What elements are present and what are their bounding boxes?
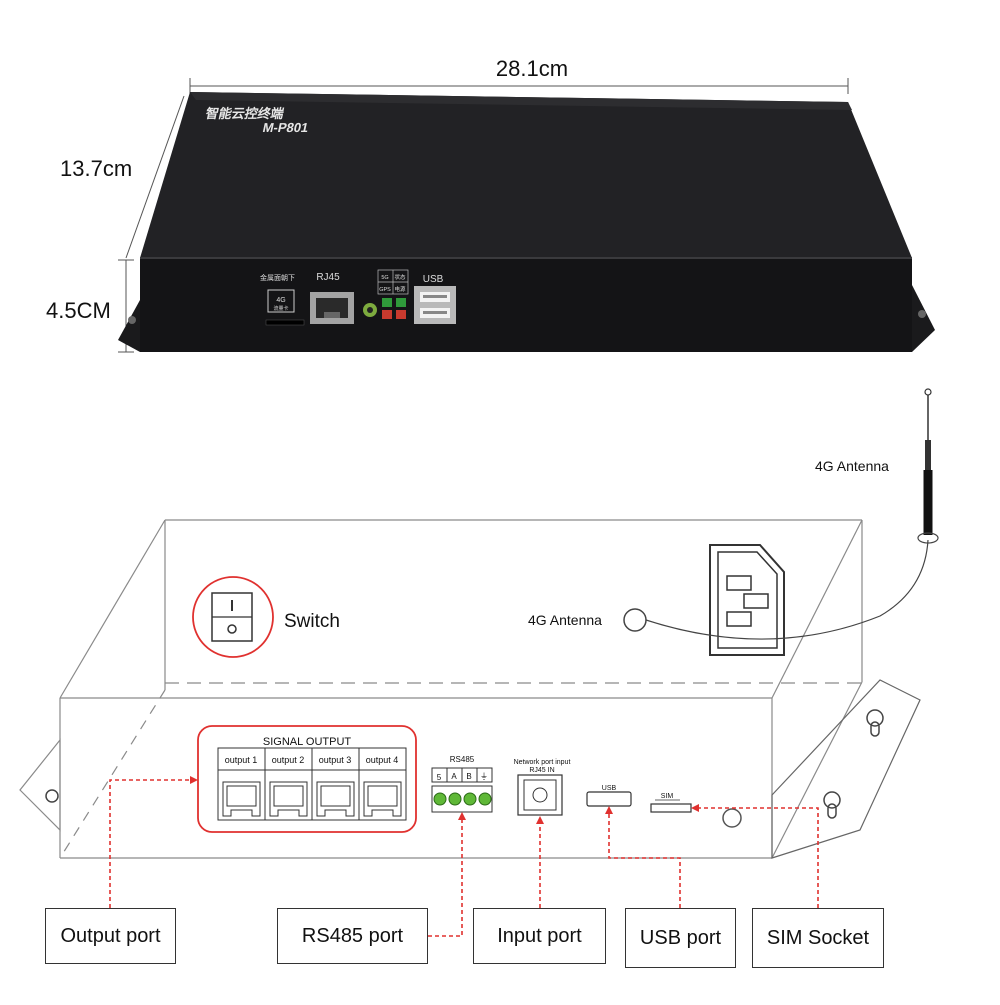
antenna-top-label: 4G Antenna bbox=[815, 458, 889, 474]
svg-text:GPS: GPS bbox=[379, 287, 391, 293]
network-input-port: Network port input RJ45 IN bbox=[514, 759, 571, 816]
svg-text:A: A bbox=[451, 772, 457, 781]
callout-leaders bbox=[109, 779, 819, 937]
output-port-callout: Output port bbox=[45, 908, 176, 964]
signal-output-title: SIGNAL OUTPUT bbox=[263, 736, 351, 748]
status-leds bbox=[382, 298, 406, 319]
svg-text:4G: 4G bbox=[276, 297, 285, 304]
svg-text:状态: 状态 bbox=[394, 273, 406, 281]
device-front-face bbox=[140, 258, 912, 352]
card-slot-label: 金属面朝下 bbox=[260, 273, 295, 282]
antenna-port: 4G Antenna bbox=[528, 539, 929, 640]
height-label: 4.5CM bbox=[46, 298, 111, 323]
mount-holes bbox=[45, 709, 884, 828]
output-4-label: output 4 bbox=[366, 755, 399, 765]
svg-text:流量卡: 流量卡 bbox=[273, 305, 288, 312]
rs485-port-label: RS485 port bbox=[301, 924, 404, 947]
input-port-callout: Input port bbox=[473, 908, 606, 964]
device-photo: 智能云控终端 M-P801 金属面朝下 4G 流量卡 RJ45 5G 状态 GP… bbox=[118, 92, 935, 352]
svg-text:电源: 电源 bbox=[394, 285, 406, 293]
depth-dimension: 13.7cm bbox=[60, 95, 185, 259]
usb-port-callout: USB port bbox=[625, 908, 736, 968]
width-label: 28.1cm bbox=[496, 56, 568, 81]
line-diagram bbox=[19, 519, 921, 859]
right-mount-ear bbox=[912, 285, 935, 352]
output-port-label: Output port bbox=[60, 924, 161, 947]
rs485-port-callout: RS485 port bbox=[277, 908, 428, 964]
switch-label: Switch bbox=[284, 611, 340, 632]
output-3-label: output 3 bbox=[319, 755, 352, 765]
height-dimension: 4.5CM bbox=[46, 259, 134, 353]
usb-small-label: USB bbox=[602, 785, 617, 792]
sim-socket-callout: SIM Socket bbox=[752, 908, 884, 968]
usb-label: USB bbox=[423, 274, 444, 285]
usb-ports[interactable] bbox=[414, 286, 456, 324]
output-1-label: output 1 bbox=[225, 755, 258, 765]
signal-output-group: SIGNAL OUTPUT output 1 output 2 output 3… bbox=[197, 725, 417, 833]
network-input-sub: RJ45 IN bbox=[529, 767, 554, 774]
sim-socket-diagram: SIM bbox=[650, 793, 692, 813]
power-switch: Switch bbox=[192, 576, 340, 658]
svg-text:⏚: ⏚ bbox=[480, 772, 488, 781]
antenna-port-label: 4G Antenna bbox=[528, 612, 602, 628]
sim-socket-label: SIM Socket bbox=[766, 926, 870, 949]
brand-text: 智能云控终端 bbox=[204, 105, 285, 121]
rs485-title: RS485 bbox=[450, 755, 475, 764]
device-top-surface bbox=[140, 92, 912, 258]
input-port-label: Input port bbox=[497, 924, 582, 947]
sim-small-label: SIM bbox=[661, 793, 674, 800]
depth-label: 13.7cm bbox=[60, 156, 132, 181]
network-input-title: Network port input bbox=[514, 759, 571, 766]
output-2-label: output 2 bbox=[272, 755, 305, 765]
antenna-icon: 4G Antenna bbox=[815, 388, 939, 544]
rj45-label: RJ45 bbox=[316, 272, 340, 283]
svg-text:B: B bbox=[466, 772, 471, 781]
usb-port-label: USB port bbox=[639, 926, 722, 949]
power-socket bbox=[709, 544, 785, 656]
sim-card-icon bbox=[267, 289, 295, 313]
rs485-terminal: RS485 5 A B ⏚ bbox=[431, 755, 493, 813]
model-text: M-P801 bbox=[261, 120, 310, 135]
output-rj45-ports bbox=[222, 781, 402, 817]
usb-port-diagram: USB bbox=[586, 785, 632, 807]
card-slot bbox=[265, 319, 305, 326]
led-label-grid: 5G 状态 GPS 电源 bbox=[377, 269, 409, 295]
svg-text:5: 5 bbox=[437, 773, 442, 782]
width-dimension: 28.1cm bbox=[189, 56, 849, 94]
left-mount-ear bbox=[118, 300, 140, 352]
svg-text:5G: 5G bbox=[381, 275, 388, 281]
leader-arrowheads bbox=[190, 776, 699, 824]
